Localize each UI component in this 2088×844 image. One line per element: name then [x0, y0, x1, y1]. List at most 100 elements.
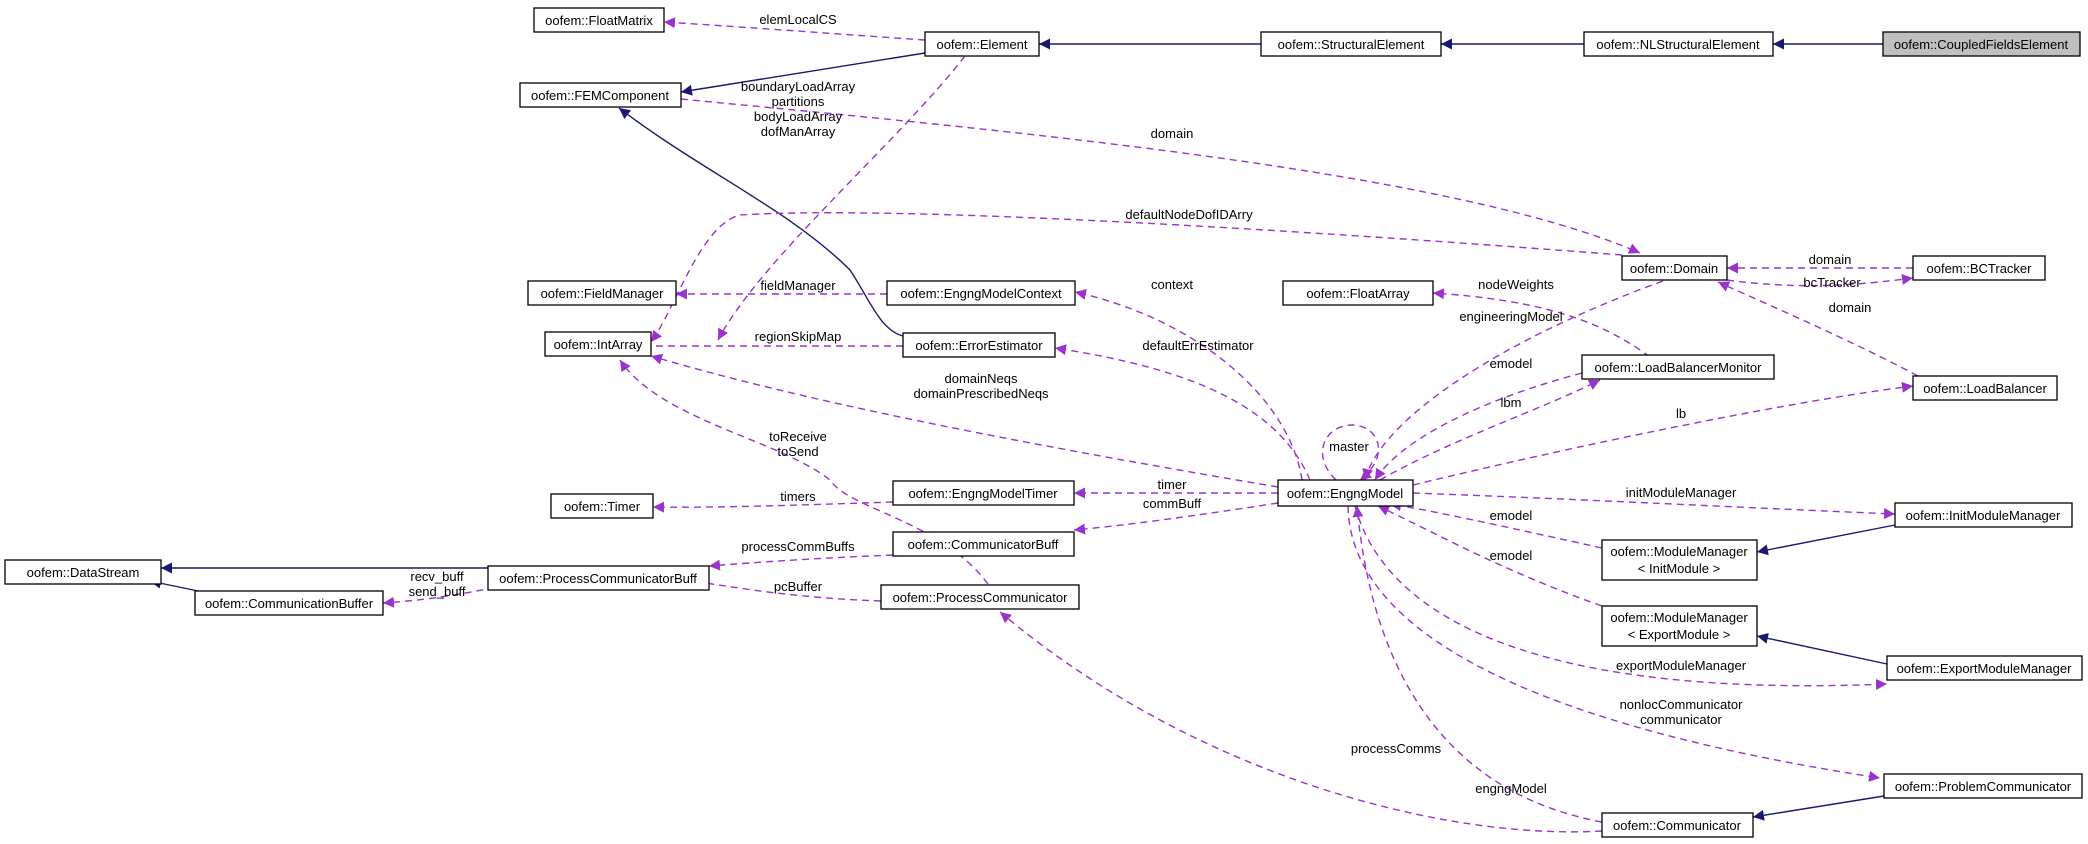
node-errorestimator-label: oofem::ErrorEstimator	[915, 338, 1043, 353]
label-bctracker: bcTracker	[1803, 275, 1861, 290]
label-lbm: lbm	[1501, 395, 1522, 410]
node-structuralelement[interactable]: oofem::StructuralElement	[1260, 31, 1442, 57]
label-tosend: toSend	[777, 444, 818, 459]
node-coupledfieldselement[interactable]: oofem::CoupledFieldsElement	[1882, 31, 2081, 57]
label-recv-buff: recv_buff	[410, 569, 464, 584]
edge-usage-defaulterrestimator	[1054, 344, 1311, 481]
label-send-buff: send_buff	[409, 584, 466, 599]
edge-usage-export-emodel	[1377, 505, 1603, 607]
node-intarray[interactable]: oofem::IntArray	[544, 331, 652, 357]
label-lb: lb	[1676, 406, 1686, 421]
node-processcommunicatorbuff-label: oofem::ProcessCommunicatorBuff	[499, 571, 697, 586]
label-elemlocalcs: elemLocalCS	[759, 12, 837, 27]
edge-usage-engineeringmodel	[1362, 280, 1664, 481]
node-processcommunicator-label: oofem::ProcessCommunicator	[893, 590, 1069, 605]
node-element-label: oofem::Element	[936, 37, 1027, 52]
node-bctracker[interactable]: oofem::BCTracker	[1912, 255, 2046, 281]
node-structuralelement-label: oofem::StructuralElement	[1278, 37, 1425, 52]
label-fieldmanager: fieldManager	[760, 278, 836, 293]
node-engngmodeltimer[interactable]: oofem::EngngModelTimer	[892, 480, 1075, 506]
node-loadbalancermonitor-label: oofem::LoadBalancerMonitor	[1595, 360, 1763, 375]
edge-exportmodulemanager-inherits-modmgr-export	[1756, 632, 1888, 665]
edge-usage-exportmodulemanager	[1354, 505, 1888, 690]
edge-usage-nodeweights	[1432, 288, 1651, 358]
label-processcomms: processComms	[1351, 741, 1442, 756]
edge-usage-elemlocalcs	[663, 17, 926, 41]
label-timer: timer	[1158, 477, 1188, 492]
node-modulemanager-exportmodule[interactable]: oofem::ModuleManager < ExportModule >	[1601, 605, 1758, 647]
edge-errorestimator-inherits-femcomponent	[618, 107, 904, 337]
edge-usage-init-emodel	[1389, 500, 1603, 549]
node-modulemanager-exportmodule-param: < ExportModule >	[1628, 627, 1731, 642]
label-domain-bc: domain	[1809, 252, 1852, 267]
node-exportmodulemanager[interactable]: oofem::ExportModuleManager	[1886, 655, 2083, 681]
label-nodeweights: nodeWeights	[1478, 277, 1554, 292]
node-floatarray-label: oofem::FloatArray	[1306, 286, 1410, 301]
edge-usage-domain-bctracker	[1726, 273, 1914, 287]
edge-usage-element-arrays	[717, 55, 966, 341]
node-loadbalancermonitor[interactable]: oofem::LoadBalancerMonitor	[1581, 354, 1775, 380]
edge-usage-domainneqs	[650, 353, 1279, 488]
edge-usage-pcbuffer	[679, 575, 882, 602]
node-communicatorbuff-label: oofem::CommunicatorBuff	[908, 537, 1059, 552]
node-datastream[interactable]: oofem::DataStream	[4, 559, 162, 585]
node-femcomponent-label: oofem::FEMComponent	[531, 88, 669, 103]
node-nlstructuralelement[interactable]: oofem::NLStructuralElement	[1583, 31, 1774, 57]
label-partitions: partitions	[772, 94, 825, 109]
node-modulemanager-initmodule[interactable]: oofem::ModuleManager < InitModule >	[1601, 539, 1758, 581]
label-engngmodel: engngModel	[1475, 781, 1547, 796]
node-loadbalancer[interactable]: oofem::LoadBalancer	[1912, 375, 2058, 401]
label-emodel-lbm: emodel	[1490, 356, 1533, 371]
label-nonloccommunicator: nonlocCommunicator	[1620, 697, 1744, 712]
label-commbuff: commBuff	[1143, 496, 1202, 511]
node-communicationbuffer-label: oofem::CommunicationBuffer	[205, 596, 374, 611]
edge-usage-context	[1074, 289, 1303, 481]
node-floatarray[interactable]: oofem::FloatArray	[1282, 280, 1434, 306]
node-loadbalancer-label: oofem::LoadBalancer	[1923, 381, 2047, 396]
node-problemcommunicator[interactable]: oofem::ProblemCommunicator	[1883, 773, 2083, 799]
node-domain[interactable]: oofem::Domain	[1621, 255, 1728, 281]
node-fieldmanager[interactable]: oofem::FieldManager	[527, 280, 677, 306]
label-boundaryloadarray: boundaryLoadArray	[741, 79, 856, 94]
label-exportmodulemanager: exportModuleManager	[1616, 658, 1747, 673]
node-problemcommunicator-label: oofem::ProblemCommunicator	[1895, 779, 2072, 794]
edge-problemcommunicator-inherits-communicator	[1752, 795, 1885, 821]
edge-usage-commbuff	[1073, 502, 1279, 535]
node-initmodulemanager[interactable]: oofem::InitModuleManager	[1894, 502, 2073, 528]
edge-element-inherits-femcomponent	[680, 52, 926, 96]
edge-usage-loadbalancer-domain	[1717, 281, 1919, 377]
node-engngmodelcontext[interactable]: oofem::EngngModelContext	[886, 280, 1076, 306]
node-fieldmanager-label: oofem::FieldManager	[541, 286, 665, 301]
node-floatmatrix[interactable]: oofem::FloatMatrix	[533, 7, 665, 33]
label-dofmanarray: dofManArray	[761, 124, 836, 139]
label-engineeringmodel: engineeringModel	[1459, 309, 1562, 324]
node-engngmodel[interactable]: oofem::EngngModel	[1277, 479, 1414, 507]
node-timer-label: oofem::Timer	[564, 499, 641, 514]
node-timer[interactable]: oofem::Timer	[550, 493, 654, 519]
edge-usage-processcommbuffs	[708, 554, 894, 571]
node-processcommunicator[interactable]: oofem::ProcessCommunicator	[880, 584, 1080, 610]
label-timers: timers	[780, 489, 816, 504]
label-domain-lb: domain	[1829, 300, 1872, 315]
edge-usage-domain	[680, 98, 1641, 254]
edge-usage-defaultnodedofidarry	[650, 212, 1623, 343]
node-element[interactable]: oofem::Element	[924, 31, 1040, 57]
edge-usage-lbm	[1379, 379, 1601, 481]
node-processcommunicatorbuff[interactable]: oofem::ProcessCommunicatorBuff	[487, 565, 710, 591]
label-toreceive: toReceive	[769, 429, 827, 444]
node-engngmodeltimer-label: oofem::EngngModelTimer	[908, 486, 1058, 501]
node-engngmodel-label: oofem::EngngModel	[1287, 486, 1403, 501]
edge-usage-master	[1321, 424, 1380, 481]
node-communicator[interactable]: oofem::Communicator	[1601, 812, 1754, 838]
node-errorestimator[interactable]: oofem::ErrorEstimator	[902, 332, 1056, 358]
node-communicatorbuff[interactable]: oofem::CommunicatorBuff	[892, 531, 1075, 557]
node-communicator-label: oofem::Communicator	[1613, 818, 1742, 833]
node-intarray-label: oofem::IntArray	[554, 337, 643, 352]
edge-usage-communicator	[1347, 505, 1881, 782]
label-domainprescribedneqs: domainPrescribedNeqs	[913, 386, 1049, 401]
edge-usage-engngmodel	[1352, 505, 1603, 823]
node-domain-label: oofem::Domain	[1630, 261, 1718, 276]
node-communicationbuffer[interactable]: oofem::CommunicationBuffer	[194, 590, 384, 616]
node-femcomponent[interactable]: oofem::FEMComponent	[519, 82, 682, 108]
label-emodel-init: emodel	[1490, 508, 1533, 523]
